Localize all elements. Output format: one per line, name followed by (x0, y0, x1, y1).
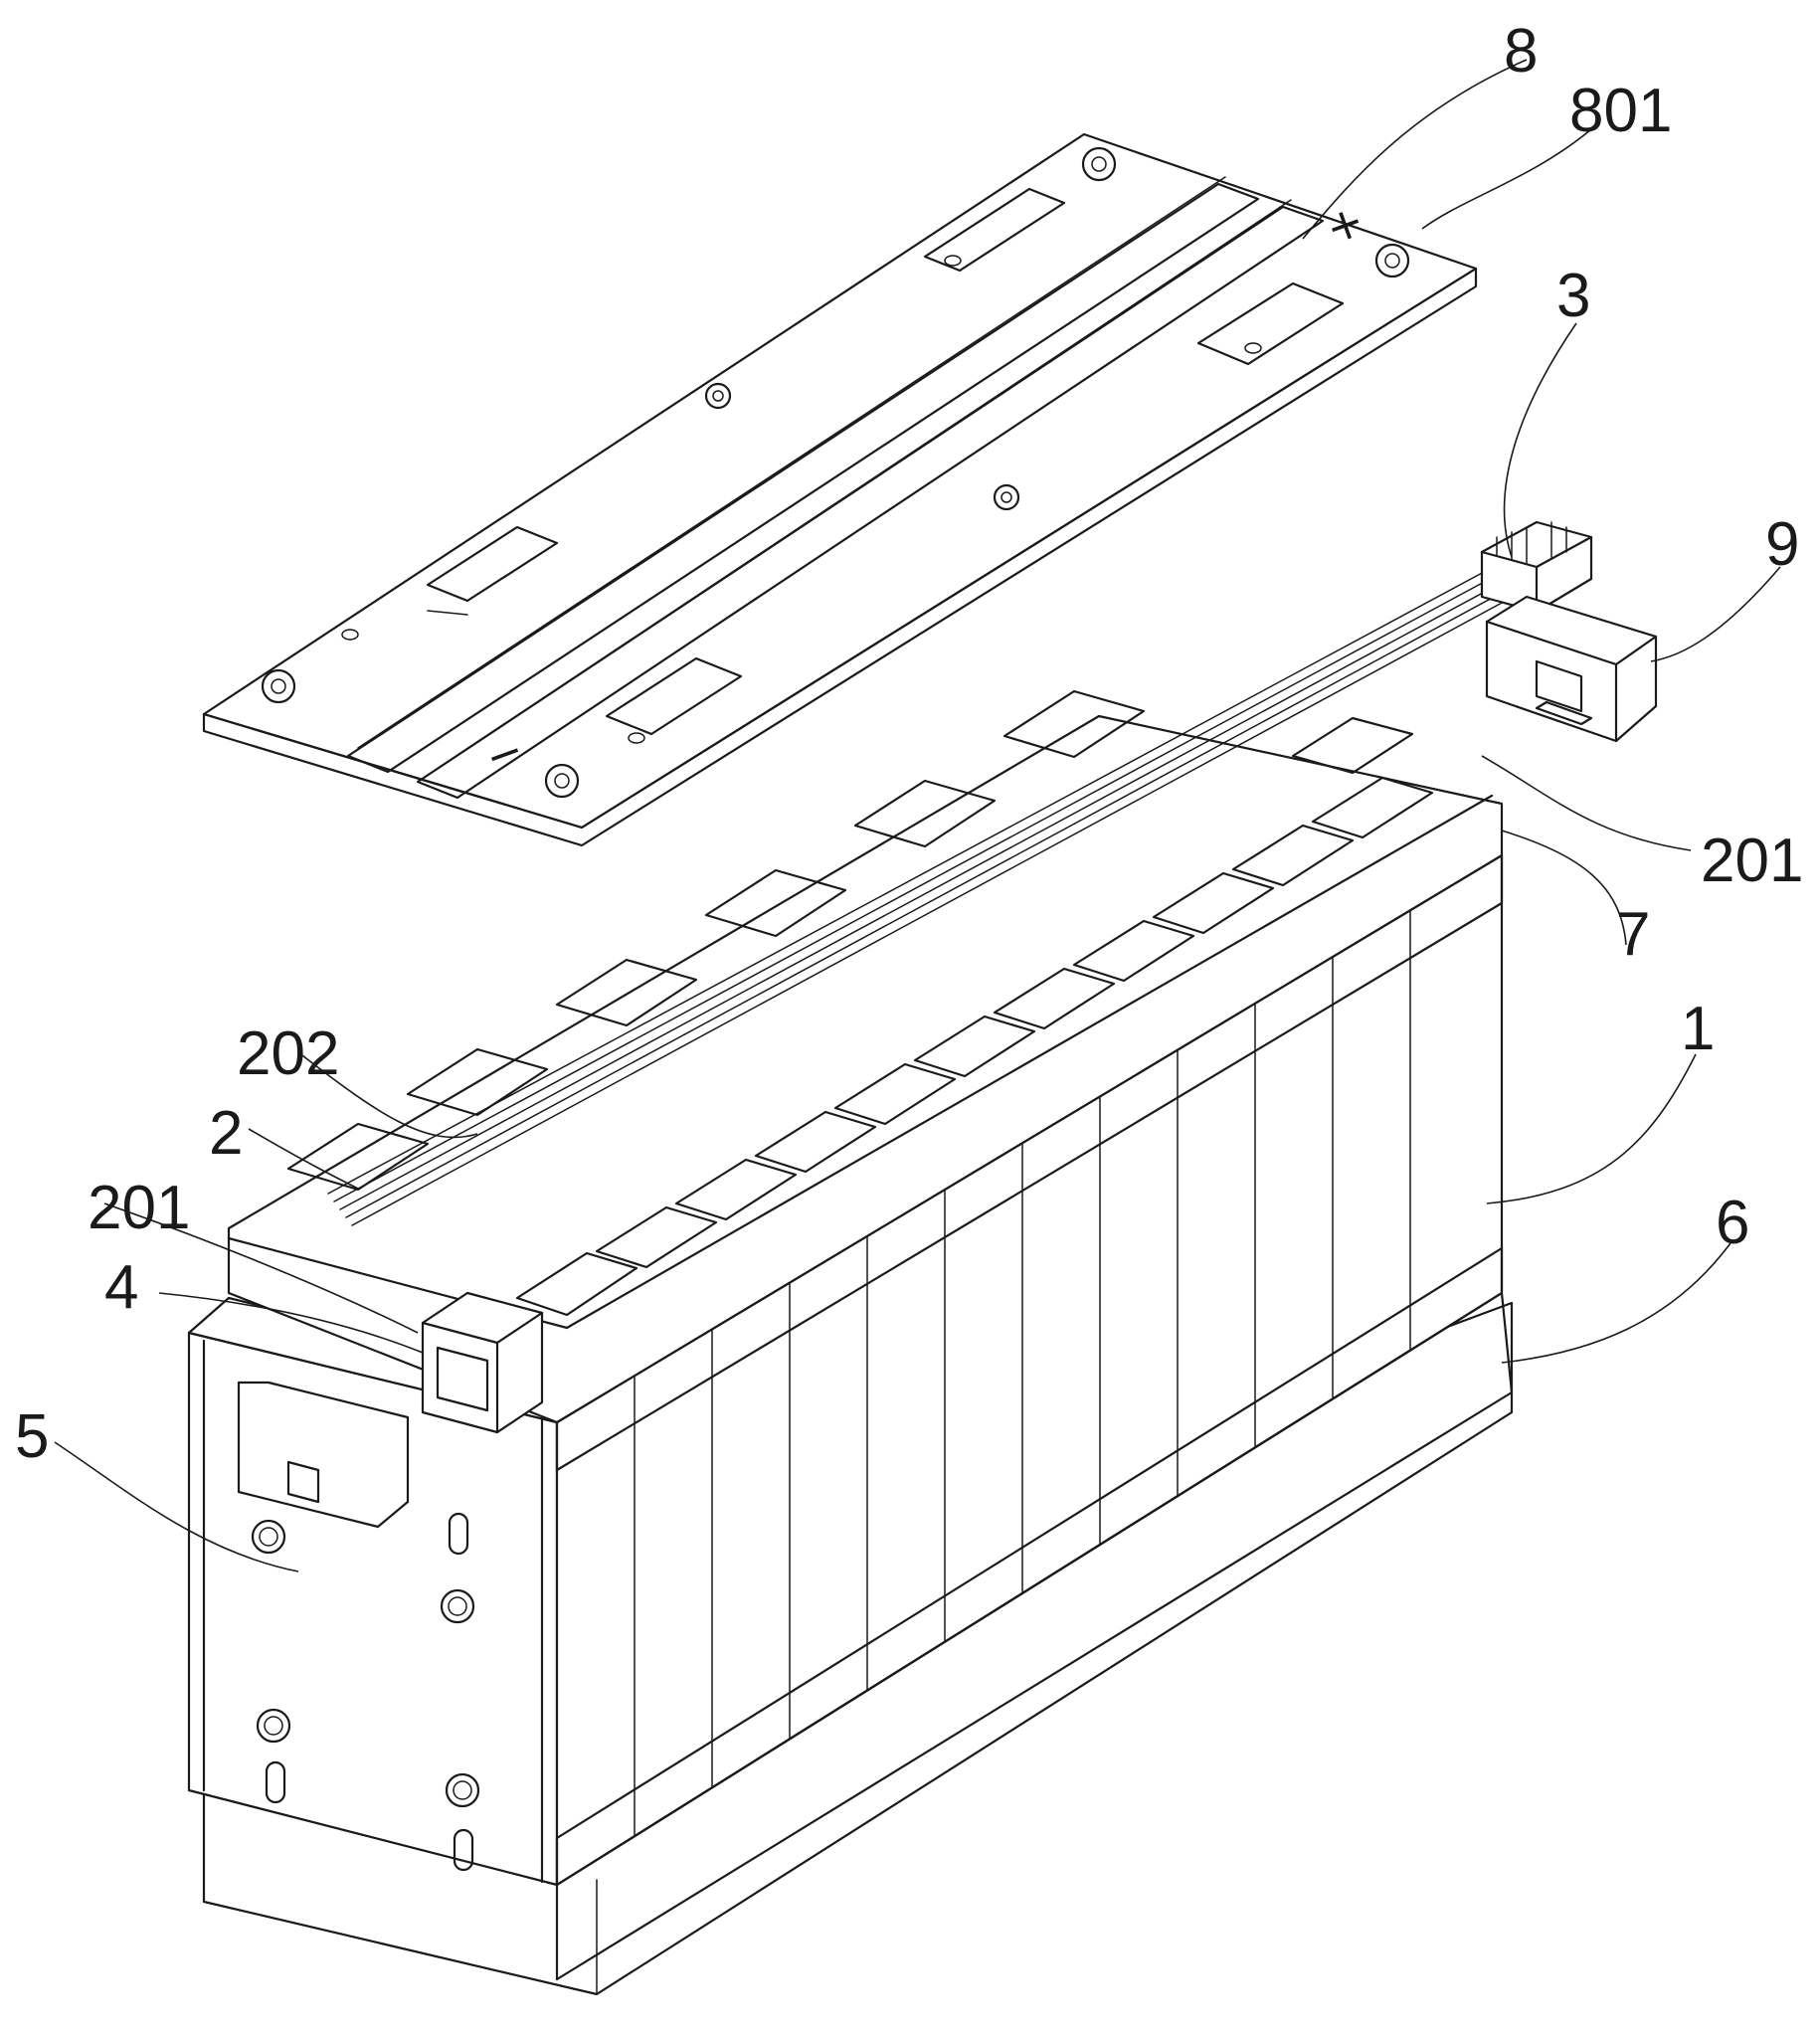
label-3: 3 (1556, 262, 1590, 330)
label-5: 5 (15, 1402, 49, 1471)
label-1: 1 (1681, 995, 1715, 1063)
bracket (1485, 595, 1658, 743)
busbar-row (286, 689, 1414, 1192)
connector (1480, 520, 1593, 614)
label-9: 9 (1765, 510, 1799, 579)
cell-top-area (227, 556, 1529, 1434)
cell-tabs-row (515, 776, 1434, 1317)
label-2: 2 (209, 1099, 243, 1168)
terminal-box (421, 1291, 544, 1434)
label-202: 202 (237, 1019, 339, 1088)
cover-plate (202, 132, 1478, 847)
label-4: 4 (104, 1253, 138, 1322)
end-plate-details (237, 1381, 480, 1872)
label-8: 8 (1504, 17, 1538, 86)
label-201-right: 201 (1701, 827, 1803, 895)
label-7: 7 (1616, 900, 1650, 969)
label-801: 801 (1569, 77, 1672, 145)
reference-labels: 8 801 3 9 201 7 1 202 2 201 4 6 5 (15, 17, 1803, 1471)
label-6: 6 (1716, 1189, 1749, 1257)
label-201-left: 201 (88, 1174, 190, 1242)
wiring-harness (327, 556, 1529, 1226)
leader-lines (54, 59, 1781, 1572)
